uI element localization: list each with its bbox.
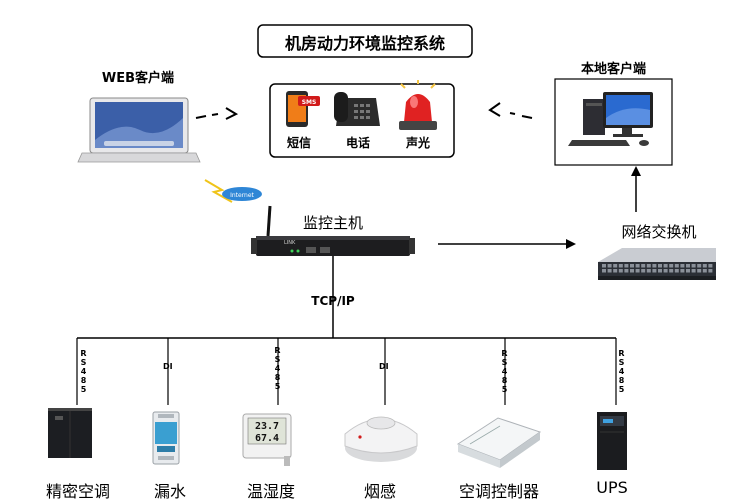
device-label: 烟感 bbox=[363, 482, 396, 501]
local-to-alarm-arrow bbox=[488, 102, 533, 119]
switch-port bbox=[691, 264, 696, 268]
web-client-label: WEB客户端 bbox=[101, 71, 175, 86]
switch-port bbox=[624, 264, 629, 268]
link-label: DI bbox=[379, 362, 389, 371]
sms-badge: SMS bbox=[302, 99, 317, 106]
temp-humidity-sensor-icon: 23.7 67.4 bbox=[242, 413, 292, 466]
switch-port bbox=[680, 264, 685, 268]
link-label: DI bbox=[163, 362, 173, 371]
switch-port bbox=[602, 264, 606, 268]
web-to-alarm-arrow bbox=[195, 107, 239, 120]
telephone-icon bbox=[334, 92, 380, 126]
switch-port bbox=[686, 264, 690, 268]
switch-port bbox=[686, 269, 690, 273]
switch-port bbox=[630, 264, 634, 268]
switch-port bbox=[658, 264, 662, 268]
sms-phone-icon: SMS bbox=[286, 91, 320, 127]
switch-port bbox=[674, 264, 679, 268]
switch-port bbox=[613, 269, 618, 273]
monitoring-host-icon: LINK bbox=[251, 205, 415, 256]
switch-port bbox=[708, 269, 713, 273]
switch-port bbox=[613, 264, 618, 268]
switch-port bbox=[635, 264, 640, 268]
device-label: 漏水 bbox=[153, 482, 186, 501]
device-label: 温湿度 bbox=[246, 482, 295, 501]
link-label: RS485 bbox=[80, 349, 87, 394]
smoke-detector-icon bbox=[344, 416, 418, 462]
switch-port bbox=[607, 269, 612, 273]
temp-reading: 23.7 bbox=[255, 421, 279, 432]
link-label: RS485 bbox=[618, 349, 625, 394]
host-to-switch-arrow bbox=[438, 239, 576, 249]
switch-port bbox=[646, 264, 651, 268]
device-label: 精密空调 bbox=[45, 482, 110, 501]
device-label: 空调控制器 bbox=[458, 482, 539, 501]
switch-port bbox=[697, 269, 702, 273]
device-drops bbox=[76, 338, 617, 405]
switch-port bbox=[624, 269, 629, 273]
device-label: UPS bbox=[596, 478, 628, 497]
switch-port bbox=[641, 269, 646, 273]
switch-port bbox=[663, 264, 668, 268]
title-box bbox=[257, 24, 473, 58]
switch-port bbox=[702, 264, 707, 268]
svg-text:LINK: LINK bbox=[284, 240, 296, 246]
switch-port bbox=[674, 269, 679, 273]
switch-to-client-arrow bbox=[631, 166, 641, 212]
switch-port bbox=[646, 269, 651, 273]
switch-port bbox=[658, 269, 662, 273]
internet-cloud-icon: Internet bbox=[204, 179, 262, 203]
local-client-label: 本地客户端 bbox=[580, 62, 646, 77]
network-switch-icon bbox=[598, 248, 716, 280]
alarm-label-light: 声光 bbox=[405, 136, 430, 150]
laptop-icon bbox=[77, 97, 201, 163]
ac-controller-icon bbox=[456, 417, 542, 468]
switch-port bbox=[663, 269, 668, 273]
switch-port bbox=[618, 264, 623, 268]
switch-port bbox=[607, 264, 612, 268]
bus-label: TCP/IP bbox=[311, 294, 355, 308]
alarm-label-phone: 电话 bbox=[345, 136, 370, 150]
alarm-light-icon bbox=[399, 80, 437, 130]
link-label: RS485 bbox=[501, 349, 508, 394]
switch-port bbox=[702, 269, 707, 273]
diagram-title: 机房动力环境监控系统 bbox=[284, 34, 445, 53]
water-leak-sensor-icon bbox=[152, 411, 180, 465]
switch-port bbox=[669, 269, 674, 273]
precision-ac-icon bbox=[48, 408, 92, 458]
switch-port bbox=[652, 269, 657, 273]
humidity-reading: 67.4 bbox=[255, 433, 279, 444]
switch-port bbox=[697, 264, 702, 268]
switch-port bbox=[691, 269, 696, 273]
link-label: RS485 bbox=[274, 346, 281, 391]
switch-port bbox=[652, 264, 657, 268]
internet-badge: Internet bbox=[230, 192, 254, 199]
switch-port bbox=[708, 264, 713, 268]
switch-port bbox=[618, 269, 623, 273]
alarm-label-sms: 短信 bbox=[286, 136, 311, 150]
switch-port bbox=[669, 264, 674, 268]
switch-port bbox=[630, 269, 634, 273]
switch-port bbox=[635, 269, 640, 273]
switch-port bbox=[602, 269, 606, 273]
switch-port bbox=[641, 264, 646, 268]
switch-port bbox=[680, 269, 685, 273]
ups-icon bbox=[597, 412, 627, 470]
host-label: 监控主机 bbox=[302, 214, 363, 232]
desktop-computer-icon bbox=[568, 92, 653, 146]
switch-label: 网络交换机 bbox=[621, 223, 697, 241]
